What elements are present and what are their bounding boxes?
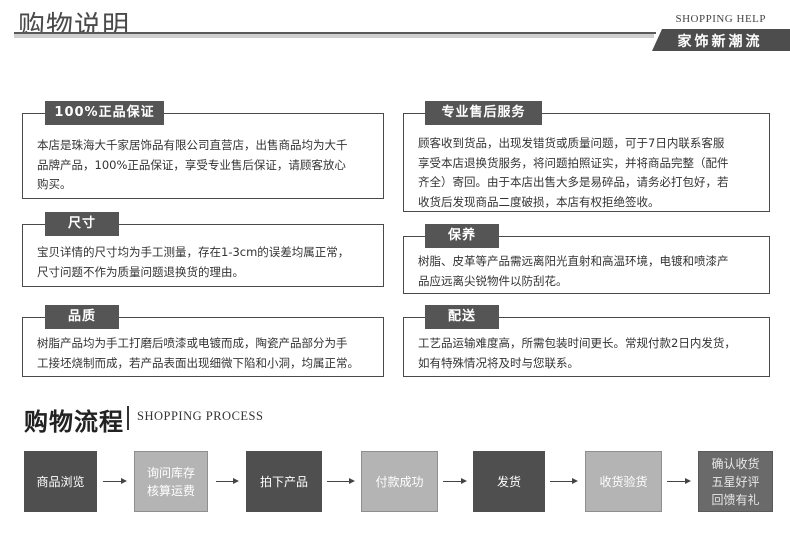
guarantee-line: 购买。 <box>37 177 72 191</box>
maintenance-text: 树脂、皮革等产品需远离阳光直射和高温环境，电镀和喷漆产 品应远离尖锐物件以防刮花… <box>418 252 759 291</box>
guarantee-line: 本店是珠海大千家居饰品有限公司直营店，出售商品均为大千 <box>37 138 348 152</box>
size-line: 宝贝详情的尺寸均为手工测量，存在1-3cm的误差均属正常， <box>37 245 350 259</box>
size-tag: 尺寸 <box>45 212 119 236</box>
delivery-line: 工艺品运输难度高，所需包装时间更长。常规付款2日内发货， <box>418 336 736 350</box>
after-sale-tag: 专业售后服务 <box>425 101 542 125</box>
maintenance-line: 品应远离尖锐物件以防刮花。 <box>418 273 568 288</box>
quality-tag: 品质 <box>45 305 119 329</box>
after-sale-line: 顾客收到货品，出现发错货或质量问题，可于7日内联系客服 <box>418 136 725 150</box>
process-step-label: 收货验货 <box>599 474 648 489</box>
delivery-tag: 配送 <box>425 305 499 329</box>
quality-line: 树脂产品均为手工打磨后喷漆或电镀而成，陶瓷产品部分为手 <box>37 336 348 350</box>
process-step-label: 回馈有礼 <box>711 492 760 507</box>
process-step-ship: 发货 <box>473 451 545 512</box>
after-sale-line: 收货后发现商品二度破损，本店有权拒绝签收。 <box>418 194 660 209</box>
process-arrow <box>667 478 691 484</box>
process-step-inspect: 收货验货 <box>585 451 662 512</box>
after-sale-box: 顾客收到货品，出现发错货或质量问题，可于7日内联系客服 享受本店退换货服务，将问… <box>403 113 770 212</box>
process-title-separator <box>127 406 129 430</box>
delivery-line: 如有特殊情况将及时与您联系。 <box>418 355 579 370</box>
guarantee-tag: 100%正品保证 <box>45 101 164 125</box>
process-step-label: 付款成功 <box>375 474 424 489</box>
maintenance-line: 树脂、皮革等产品需远离阳光直射和高温环境，电镀和喷漆产 <box>418 254 729 268</box>
process-step-label: 五星好评 <box>711 474 760 489</box>
process-step-label: 发货 <box>496 474 521 489</box>
process-title-en: SHOPPING PROCESS <box>137 409 264 423</box>
process-step-label: 商品浏览 <box>36 474 85 489</box>
process-step-label: 确认收货 <box>711 456 760 471</box>
quality-line: 工接坯烧制而成，若产品表面出现细微下陷和小洞，均属正常。 <box>37 355 359 370</box>
process-step-label: 拍下产品 <box>259 474 308 489</box>
process-step-order: 拍下产品 <box>246 451 322 512</box>
process-step-payment: 付款成功 <box>361 451 438 512</box>
process-arrow <box>216 478 239 484</box>
process-step-label: 核算运费 <box>146 483 195 498</box>
header-slogan-bar <box>652 29 790 51</box>
size-text: 宝贝详情的尺寸均为手工测量，存在1-3cm的误差均属正常， 尺寸问题不作为质量问… <box>37 243 373 282</box>
process-step-confirm: 确认收货 五星好评 回馈有礼 <box>698 451 773 512</box>
guarantee-box: 本店是珠海大千家居饰品有限公司直营店，出售商品均为大千 品牌产品，100%正品保… <box>22 113 384 199</box>
guarantee-text: 本店是珠海大千家居饰品有限公司直营店，出售商品均为大千 品牌产品，100%正品保… <box>37 136 373 195</box>
process-arrow <box>327 478 355 484</box>
process-arrow <box>550 478 578 484</box>
page-subtitle-en: SHOPPING HELP <box>675 13 766 25</box>
process-step-inquire: 询问库存 核算运费 <box>134 451 208 512</box>
delivery-text: 工艺品运输难度高，所需包装时间更长。常规付款2日内发货， 如有特殊情况将及时与您… <box>418 334 759 373</box>
maintenance-tag: 保养 <box>425 224 499 248</box>
process-step-browse: 商品浏览 <box>24 451 97 512</box>
process-arrow <box>443 478 467 484</box>
header-divider <box>14 32 656 34</box>
after-sale-line: 齐全）寄回。由于本店出售大多是易碎品，请务必打包好，若 <box>418 175 729 189</box>
process-step-label: 询问库存 <box>146 465 195 480</box>
after-sale-text: 顾客收到货品，出现发错货或质量问题，可于7日内联系客服 享受本店退换货服务，将问… <box>418 134 759 212</box>
header-divider-shadow <box>14 34 654 38</box>
process-title: 购物流程 <box>24 408 124 436</box>
size-line: 尺寸问题不作为质量问题退换货的理由。 <box>37 264 244 279</box>
quality-text: 树脂产品均为手工打磨后喷漆或电镀而成，陶瓷产品部分为手 工接坯烧制而成，若产品表… <box>37 334 373 373</box>
guarantee-line: 品牌产品，100%正品保证，享受专业售后保证，请顾客放心 <box>37 157 346 172</box>
after-sale-line: 享受本店退换货服务，将问题拍照证实，并将商品完整（配件 <box>418 155 729 170</box>
process-arrow <box>103 478 127 484</box>
header-slogan: 家饰新潮流 <box>677 34 763 50</box>
